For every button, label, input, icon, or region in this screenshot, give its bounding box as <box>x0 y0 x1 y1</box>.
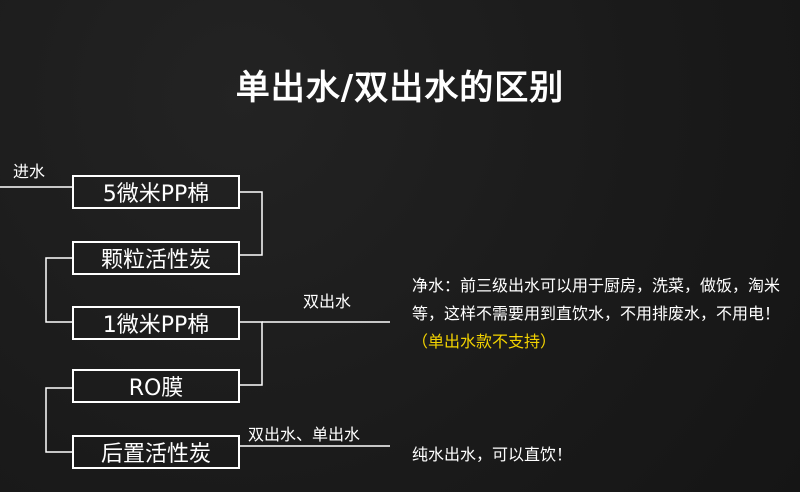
stage-ro-membrane: RO膜 <box>72 369 240 403</box>
dual-single-outlet-label: 双出水、单出水 <box>248 425 361 444</box>
single-outlet-note: （单出水款不支持） <box>412 332 557 351</box>
pure-water-description: 纯水出水，可以直饮！ <box>412 445 573 464</box>
stage-granular-carbon: 颗粒活性炭 <box>72 241 240 275</box>
connector-4-5 <box>45 387 72 453</box>
clean-water-text: 净水：前三级出水可以用于厨房，洗菜，做饭，淘米等，这样不需要用到直饮水，不用排废… <box>412 276 781 323</box>
inlet-label: 进水 <box>13 162 46 181</box>
connector-2-3 <box>45 257 72 323</box>
clean-water-description: 净水：前三级出水可以用于厨房，洗菜，做饭，淘米等，这样不需要用到直饮水，不用排废… <box>412 272 784 356</box>
page-title: 单出水/双出水的区别 <box>235 68 565 108</box>
stage-1um-pp-cotton: 1微米PP棉 <box>72 306 240 340</box>
stage-post-carbon: 后置活性炭 <box>72 435 240 469</box>
dual-outlet-label: 双出水 <box>303 292 352 311</box>
connector-1-2 <box>240 191 263 256</box>
stage-5um-pp-cotton: 5微米PP棉 <box>72 175 240 209</box>
connector-3-4 <box>240 321 263 386</box>
